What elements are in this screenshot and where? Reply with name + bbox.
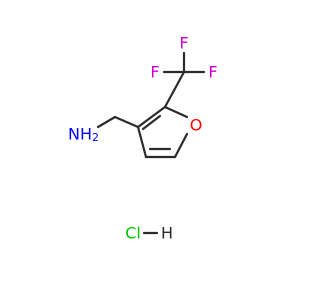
atom-fluorine-left: F [150, 63, 159, 82]
bond-c4-c3 [136, 125, 148, 159]
bond-c2-o [163, 105, 189, 119]
bond-c2-c3 [136, 105, 167, 129]
amine-subscript: 2 [92, 131, 99, 144]
bond-cf3-c2 [163, 70, 186, 109]
atom-oxygen: O [190, 116, 203, 135]
atom-amine: NH 2 [68, 125, 99, 145]
atom-fluorine-right: F [208, 63, 217, 82]
bond-c3-ch2 [113, 115, 140, 129]
bond-c2-c3-inner [141, 114, 162, 131]
amine-label: NH [68, 125, 92, 144]
atom-chlorine: Cl [125, 224, 141, 243]
bond-o-c5 [173, 132, 189, 159]
atom-labels: F F F O NH 2 Cl H [68, 34, 218, 243]
bond-group [96, 51, 206, 235]
atom-hydrogen: H [161, 224, 173, 243]
bond-ch2-n [96, 115, 117, 129]
molecule-diagram: F F F O NH 2 Cl H [68, 34, 218, 243]
atom-fluorine-top: F [179, 34, 188, 53]
